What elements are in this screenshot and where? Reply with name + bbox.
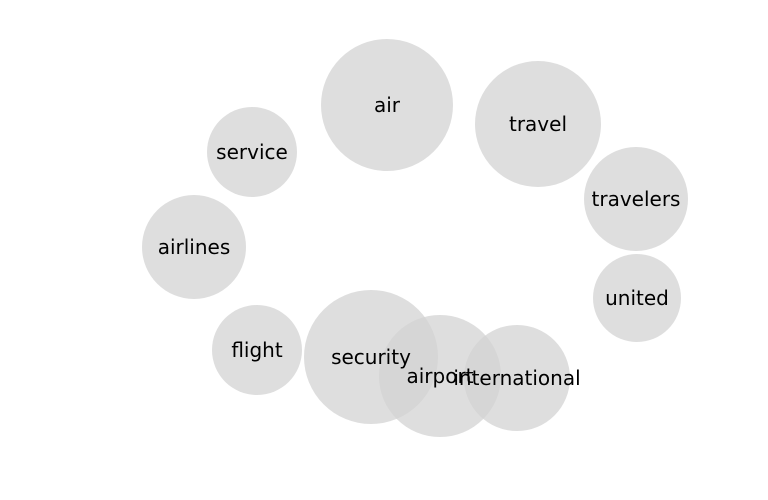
- bubble-international: [464, 325, 570, 431]
- bubble-label-air: air: [374, 93, 401, 117]
- bubble-label-security: security: [331, 345, 411, 369]
- bubble-label-travel: travel: [509, 112, 567, 136]
- bubble-travelers: [584, 147, 688, 251]
- bubble-label-travelers: travelers: [592, 187, 681, 211]
- bubble-air: [321, 39, 453, 171]
- bubble-label-service: service: [216, 140, 288, 164]
- bubble-united: [593, 254, 681, 342]
- bubble-label-airport: airport: [406, 364, 473, 388]
- bubble-label-flight: flight: [231, 338, 283, 362]
- bubble-service: [207, 107, 297, 197]
- bubble-label-airlines: airlines: [158, 235, 231, 259]
- bubble-label-united: united: [605, 286, 669, 310]
- bubble-label-international: international: [453, 366, 580, 390]
- bubble-airport: [379, 315, 501, 437]
- bubble-flight: [212, 305, 302, 395]
- bubble-travel: [475, 61, 601, 187]
- bubble-airlines: [142, 195, 246, 299]
